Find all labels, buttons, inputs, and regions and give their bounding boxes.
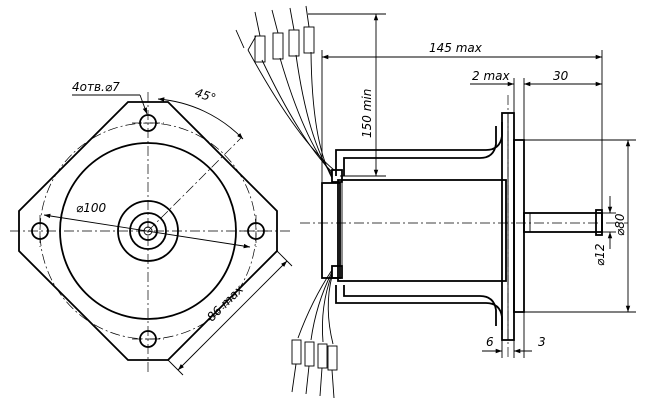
overall-length-label: 145 max [429,41,483,55]
side-shaft [523,212,603,233]
side-shell-bottom [335,285,503,330]
pilot-diameter-label: ⌀80 [613,213,627,236]
side-pilot [513,139,525,313]
side-body-housing [337,179,507,282]
holes-label: 4отв.⌀7 [72,80,120,94]
side-view: 150 min 145 max 2 max 30 ⌀80 ⌀12 6 3 [235,5,636,399]
bolt-circle-label: ⌀100 [76,201,106,215]
lead-length-label: 150 min [360,89,374,138]
wire-bundle-top [235,5,335,179]
shaft-length-label: 30 [553,69,569,83]
pilot-height-label: 3 [538,335,546,349]
flange-thickness-label: 6 [486,335,494,349]
shaft-diameter-label: ⌀12 [593,244,607,267]
angle-arc [157,97,244,140]
wire-bundle-bottom [291,269,338,399]
front-view: 4отв.⌀7 45° ⌀100 86 max [10,80,293,376]
size-label: 86 max [204,282,247,325]
flange-protrusion-label: 2 max [472,69,510,83]
angle-label: 45° [193,86,218,106]
